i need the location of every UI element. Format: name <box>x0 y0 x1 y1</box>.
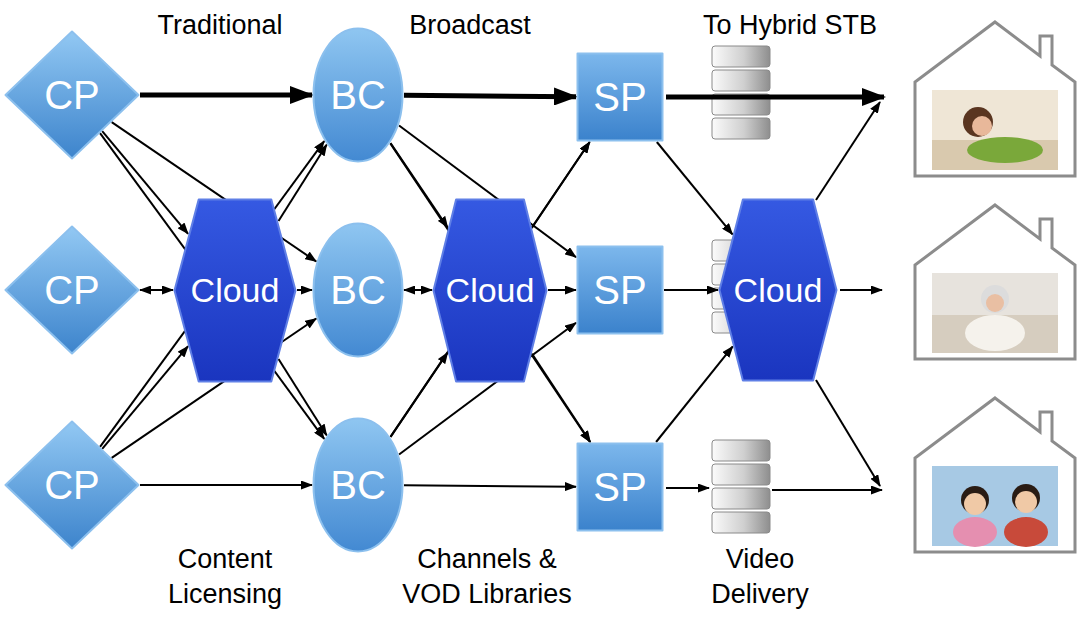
cloud-hexagon: Cloud <box>718 198 838 382</box>
flow-arrow <box>279 359 327 435</box>
node-label: Cloud <box>191 273 280 307</box>
column-label: Content Licensing <box>155 542 295 612</box>
flow-arrow <box>404 289 432 291</box>
node-label: Cloud <box>734 273 823 307</box>
node-shape <box>720 200 837 381</box>
flow-arrow <box>140 289 173 291</box>
server-stack <box>712 440 770 533</box>
sp-box: SP <box>576 245 664 335</box>
bc-ellipse: BC <box>312 27 404 163</box>
server-slab <box>712 512 770 533</box>
cp-diamond: CP <box>4 420 140 550</box>
flow-arrow <box>297 289 312 291</box>
photo-person <box>1015 491 1037 513</box>
cp-diamond: CP <box>4 30 140 160</box>
node-shape <box>314 224 403 357</box>
photo-person <box>965 315 1025 351</box>
delivery-arrow <box>816 380 880 486</box>
photo-person <box>1004 517 1048 547</box>
server-slab <box>712 464 770 485</box>
photo-person <box>964 493 986 515</box>
photo-person <box>963 107 993 137</box>
flow-arrow <box>390 143 590 442</box>
column-label: Video Delivery <box>695 542 825 612</box>
house-icon <box>915 398 1075 552</box>
flow-arrow <box>532 142 589 227</box>
photo <box>932 466 1058 546</box>
photo-person <box>986 294 1004 312</box>
server-stack <box>712 46 770 139</box>
house-outline <box>915 205 1075 359</box>
server-slab <box>712 118 770 139</box>
photo-person <box>972 116 992 136</box>
flow-arrow <box>656 346 733 442</box>
cp-diamond: CP <box>4 225 140 355</box>
flow-arrow <box>279 145 327 221</box>
node-label: SP <box>593 77 646 117</box>
node-shape <box>6 32 139 159</box>
photo-person <box>961 486 989 514</box>
delivery-arrow <box>816 102 880 200</box>
photo-person <box>953 517 997 547</box>
delivery-arrow <box>772 489 882 491</box>
photo <box>932 273 1058 353</box>
node-shape <box>434 199 547 381</box>
node-label: SP <box>593 467 646 507</box>
cloud-hexagon: Cloud <box>432 198 548 383</box>
delivery-arrow <box>666 95 884 100</box>
photo-person <box>1012 484 1040 512</box>
house-outline <box>915 22 1075 176</box>
server-slab <box>712 488 770 509</box>
node-label: SP <box>593 270 646 310</box>
node-shape <box>175 199 296 381</box>
node-label: BC <box>330 465 386 505</box>
column-label: Traditional <box>110 8 330 43</box>
column-label: Channels & VOD Libraries <box>392 542 582 612</box>
node-shape <box>314 29 403 162</box>
bc-ellipse: BC <box>312 222 404 358</box>
node-label: CP <box>44 465 100 505</box>
column-label: To Hybrid STB <box>675 8 905 43</box>
cloud-hexagon: Cloud <box>173 198 297 383</box>
house-outline <box>915 398 1075 552</box>
delivery-arrow <box>840 289 882 291</box>
server-slab <box>712 46 770 67</box>
photo-person <box>967 137 1043 163</box>
photo <box>932 90 1058 170</box>
flow-arrow <box>532 354 590 442</box>
server-slab <box>712 440 770 461</box>
node-label: CP <box>44 270 100 310</box>
photo-person <box>981 285 1009 313</box>
node-shape <box>578 444 663 531</box>
flow-arrow <box>664 289 718 291</box>
flow-arrow <box>404 485 576 486</box>
server-slab <box>712 70 770 91</box>
sp-box: SP <box>576 442 664 532</box>
flow-arrow <box>390 142 589 437</box>
photo-sofa <box>932 315 1058 353</box>
flow-arrow <box>548 289 576 291</box>
flow-arrow <box>657 142 733 234</box>
house-icon <box>915 205 1075 359</box>
node-shape <box>578 247 663 334</box>
node-shape <box>6 422 139 549</box>
node-shape <box>6 227 139 354</box>
node-label: BC <box>330 270 386 310</box>
delivery-arrow <box>666 487 709 489</box>
flow-arrow <box>102 131 188 234</box>
node-label: Cloud <box>446 273 535 307</box>
flow-arrow <box>140 93 312 98</box>
column-label: Broadcast <box>360 8 580 43</box>
node-shape <box>314 419 403 552</box>
flow-arrow <box>404 95 576 96</box>
flow-arrow <box>102 346 188 449</box>
bc-ellipse: BC <box>312 417 404 553</box>
flow-arrow <box>140 484 312 486</box>
sp-box: SP <box>576 52 664 142</box>
node-shape <box>578 54 663 141</box>
node-label: BC <box>330 75 386 115</box>
node-label: CP <box>44 75 100 115</box>
house-icon <box>915 22 1075 176</box>
